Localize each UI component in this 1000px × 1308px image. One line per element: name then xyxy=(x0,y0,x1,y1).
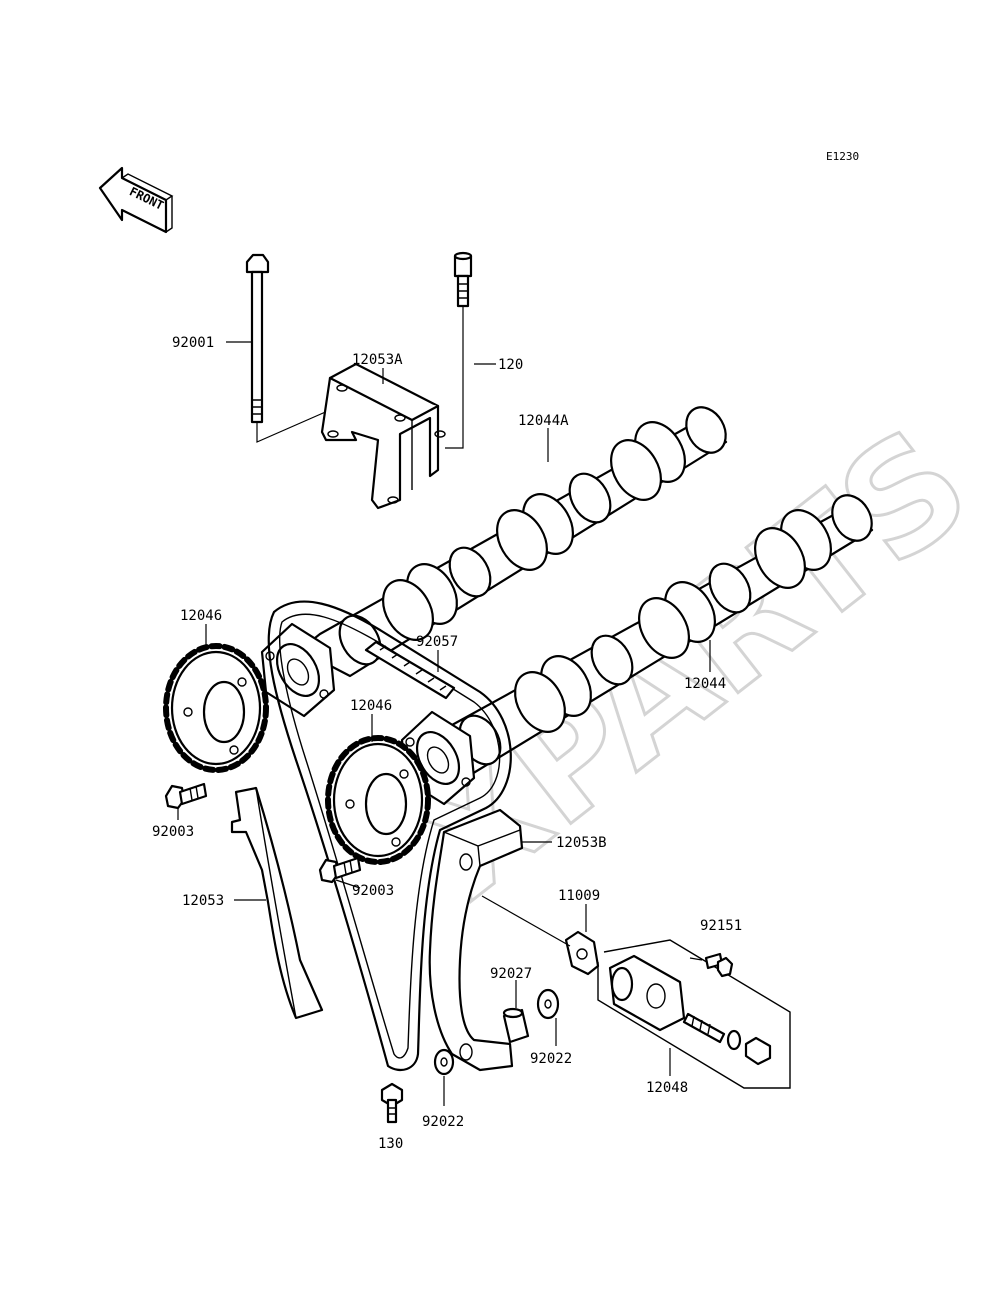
label-92003-center: 92003 xyxy=(352,883,394,899)
bolt-92151 xyxy=(704,952,734,978)
label-12048: 12048 xyxy=(646,1080,688,1096)
label-12053: 12053 xyxy=(182,893,224,909)
label-12044A: 12044A xyxy=(518,413,569,429)
bolt-92003-left xyxy=(164,782,208,810)
sprocket-12046-upper xyxy=(163,643,269,773)
label-130: 130 xyxy=(378,1136,403,1152)
label-92057: 92057 xyxy=(416,634,458,650)
socket-bolt-120 xyxy=(453,251,473,308)
label-12046-lower: 12046 xyxy=(350,698,392,714)
label-12046-upper: 12046 xyxy=(180,608,222,624)
label-92001: 92001 xyxy=(172,335,214,351)
label-12044: 12044 xyxy=(684,676,726,692)
front-arrow-icon: FRONT xyxy=(98,166,174,234)
chain-tensioner-arm-12053B xyxy=(428,808,524,1072)
washer-92022-right xyxy=(536,988,560,1020)
label-92003-left: 92003 xyxy=(152,824,194,840)
bolt-130 xyxy=(380,1082,404,1124)
label-120: 120 xyxy=(498,357,523,373)
label-12053B: 12053B xyxy=(556,835,607,851)
diagram-ref-code: E1230 xyxy=(826,150,859,163)
washer-92022-bottom xyxy=(433,1048,455,1076)
cam-chain-tensioner-12048 xyxy=(597,939,791,1089)
chain-guide-12053A xyxy=(320,362,446,510)
bolt-92003-center xyxy=(318,856,362,884)
label-92022-right: 92022 xyxy=(530,1051,572,1067)
long-bolt-92001 xyxy=(245,253,270,424)
camshaft-12044 xyxy=(408,494,874,782)
label-92151: 92151 xyxy=(700,918,742,934)
label-92022-bottom: 92022 xyxy=(422,1114,464,1130)
label-11009: 11009 xyxy=(558,888,600,904)
gasket-11009 xyxy=(564,930,600,976)
camshaft-12044A xyxy=(298,406,728,678)
collar-92027 xyxy=(502,1007,530,1044)
label-92027: 92027 xyxy=(490,966,532,982)
cam-chain-92057 xyxy=(267,600,512,1072)
label-12053A: 12053A xyxy=(352,352,403,368)
chain-guide-12053 xyxy=(230,786,324,1020)
sprocket-12046-lower xyxy=(325,735,431,865)
